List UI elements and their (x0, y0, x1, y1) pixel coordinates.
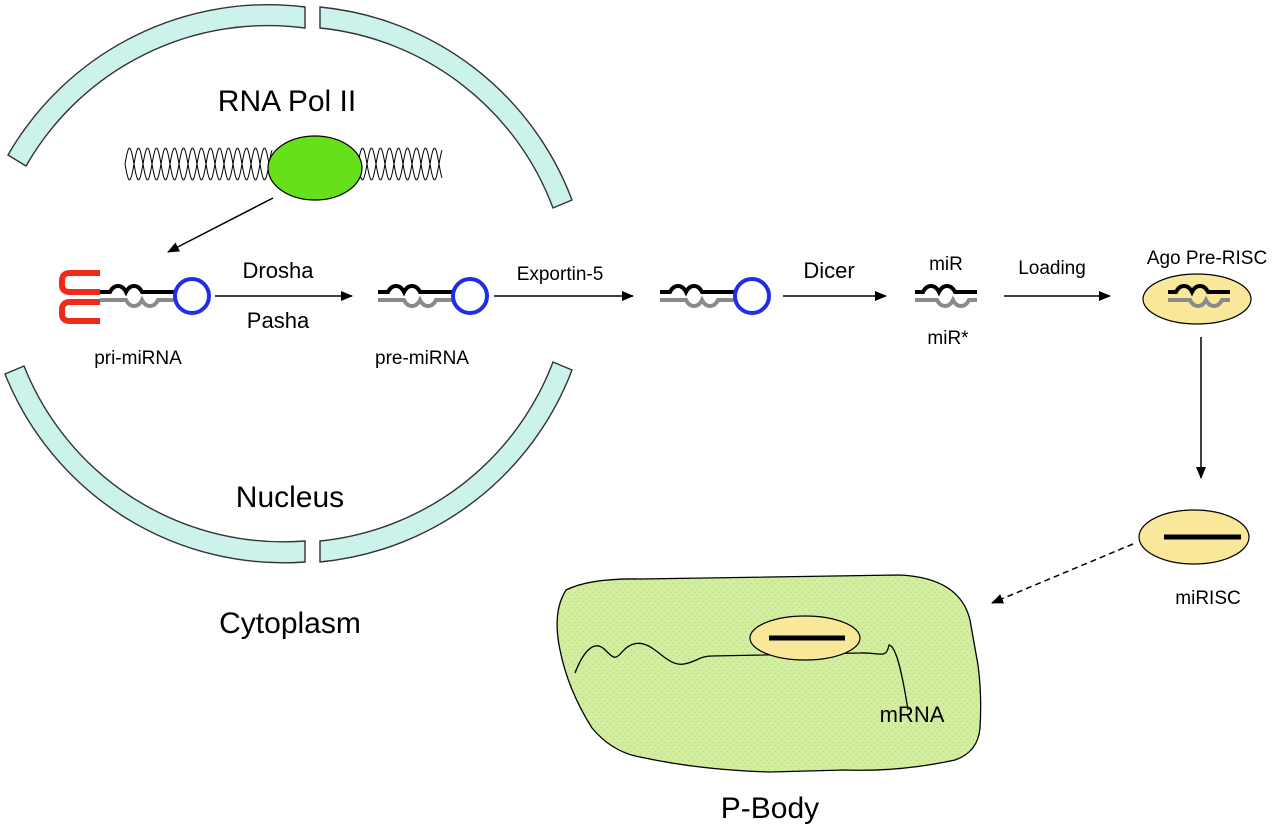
transcription-arrow (167, 197, 274, 253)
rna-pol-ii-label: RNA Pol II (218, 85, 356, 118)
pri-mirna-icon (59, 270, 211, 324)
ago-pre-risc-label: Ago Pre-RISC (1147, 248, 1267, 269)
mrna-label: mRNA (880, 702, 945, 727)
membrane-arc-bottom-right (319, 361, 573, 563)
membrane-arc-top-right (319, 6, 573, 209)
dicer-label: Dicer (803, 258, 854, 283)
ago-pre-risc-icon (1142, 273, 1252, 325)
membrane-arc-top-left (7, 4, 306, 167)
dna-double-helix-icon (124, 147, 443, 181)
loading-label: Loading (1018, 258, 1086, 279)
pri-mirna-label: pri-miRNA (94, 348, 182, 369)
three-prime-tail-icon (59, 299, 100, 324)
pre-mirna-label: pre-miRNA (375, 348, 469, 369)
p-body-targeting-arrow (991, 543, 1134, 604)
rna-pol-ii-icon (267, 135, 363, 201)
mir-star-label: miR* (927, 328, 969, 349)
pasha-label: Pasha (247, 308, 310, 333)
pre-mirna-icon (376, 277, 489, 315)
membrane-arc-bottom-left (4, 365, 306, 564)
drosha-label: Drosha (243, 258, 315, 283)
nucleus-label: Nucleus (236, 481, 344, 514)
mirisc-label: miRISC (1175, 588, 1240, 609)
cytoplasm-label: Cytoplasm (219, 607, 361, 640)
mirna-duplex-icon (913, 284, 979, 308)
nuclear-membrane (4, 4, 573, 564)
p-body-label: P-Body (721, 792, 819, 825)
mir-label: miR (929, 254, 963, 275)
five-prime-cap-icon (59, 270, 100, 295)
cytoplasmic-pre-mirna-icon (658, 277, 771, 315)
mrna-strand (574, 642, 909, 711)
exportin-label: Exportin-5 (517, 264, 604, 285)
p-body-icon (556, 574, 982, 773)
